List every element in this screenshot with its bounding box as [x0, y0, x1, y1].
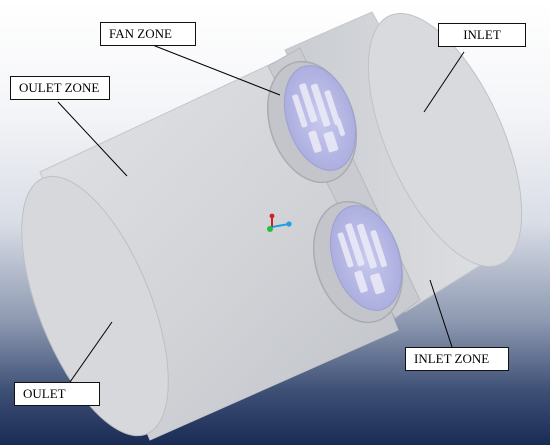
fan-zone-label: FAN ZONE — [100, 22, 196, 46]
inlet-zone-leader — [429, 279, 453, 348]
lower-fan-blades — [337, 223, 387, 295]
fan-zone-leader — [149, 43, 281, 96]
inlet-end-cap — [367, 13, 523, 267]
outlet-zone-leader — [57, 101, 128, 177]
upper-fan-blades — [292, 83, 345, 153]
inlet-label: INLET — [438, 23, 526, 47]
leader-lines — [57, 43, 465, 383]
inlet-leader — [423, 51, 465, 113]
outlet-end-cap — [21, 175, 169, 437]
outlet-leader — [69, 321, 113, 383]
axis-triad — [267, 213, 292, 232]
outlet-zone-label: OULET ZONE — [10, 76, 110, 100]
outlet-label: OULET — [14, 382, 100, 406]
inlet-zone-label: INLET ZONE — [405, 347, 509, 371]
